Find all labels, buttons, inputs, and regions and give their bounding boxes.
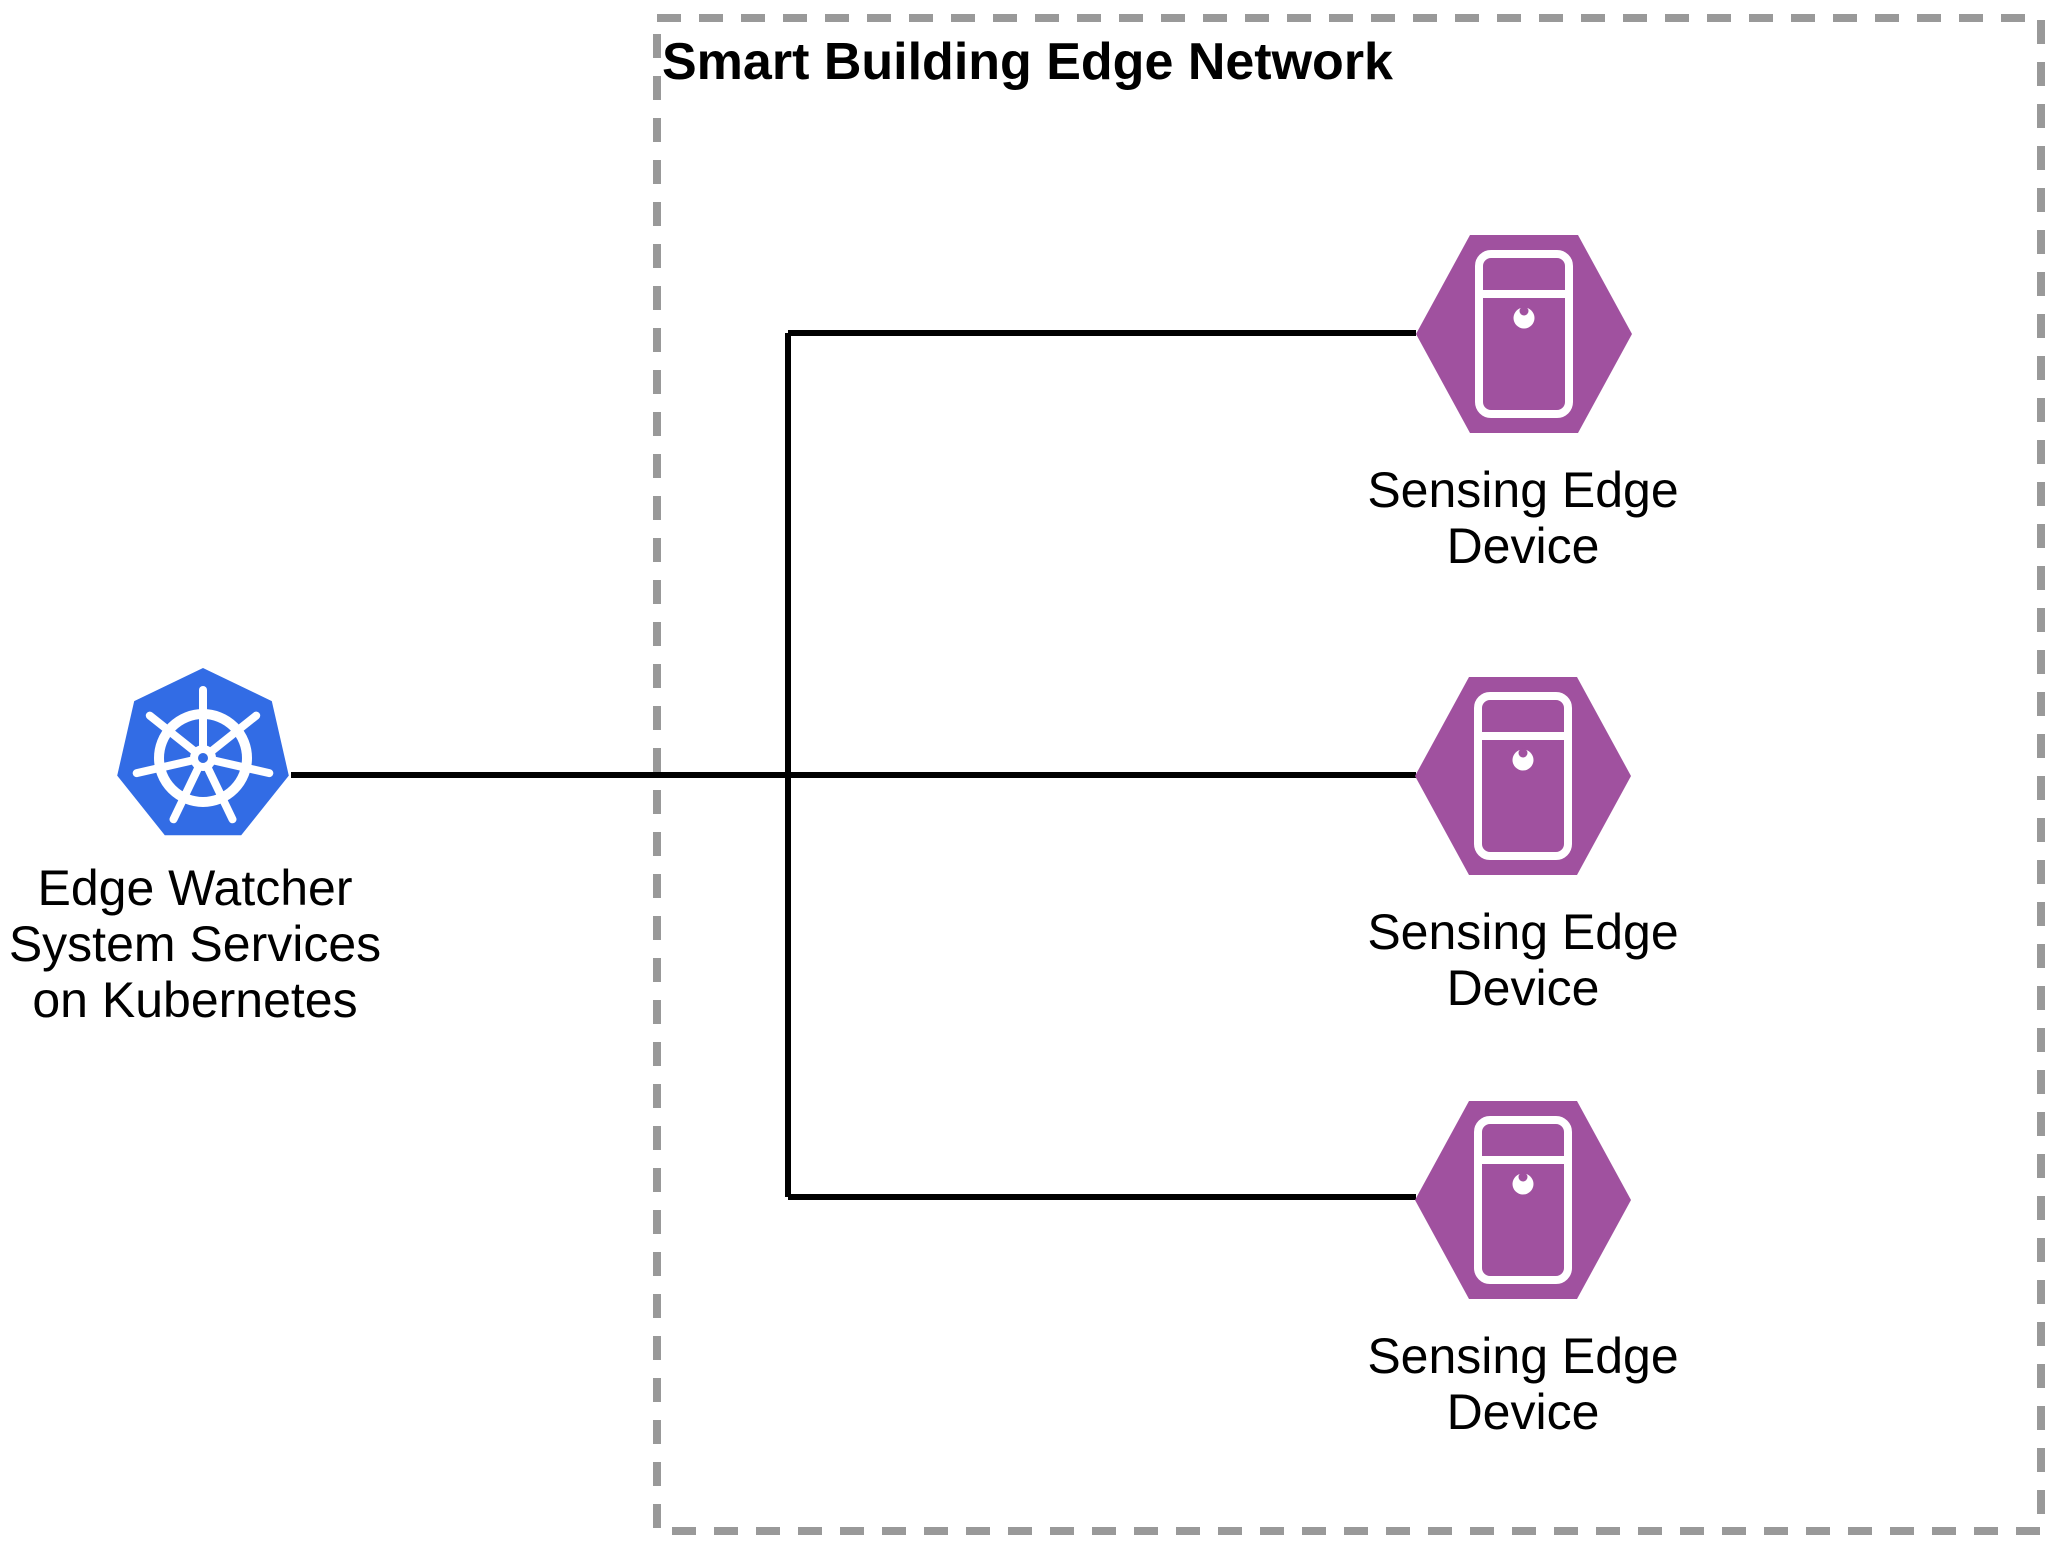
kubernetes-label-line: on Kubernetes <box>32 972 358 1028</box>
device-label-line: Device <box>1446 1384 1600 1440</box>
kubernetes-icon <box>117 668 289 836</box>
device-label-line: Sensing Edge <box>1367 462 1679 518</box>
device-label-line: Sensing Edge <box>1367 904 1679 960</box>
device-label-line: Sensing Edge <box>1367 1328 1679 1384</box>
sensing-device-hexagon-icon-3 <box>1415 1101 1631 1299</box>
sensing-device-2-label: Sensing Edge Device <box>1273 904 1773 1016</box>
sensing-device-hexagon-icon-2 <box>1415 677 1631 875</box>
sensing-device-3-label: Sensing Edge Device <box>1273 1328 1773 1440</box>
kubernetes-node-label: Edge Watcher System Services on Kubernet… <box>0 860 495 1028</box>
device-label-line: Device <box>1446 960 1600 1016</box>
sensing-device-hexagon-icon-1 <box>1416 235 1632 433</box>
connector-lines <box>291 330 1416 1200</box>
kubernetes-label-line: Edge Watcher <box>37 860 353 916</box>
kubernetes-label-line: System Services <box>8 916 382 972</box>
device-label-line: Device <box>1446 518 1600 574</box>
sensing-device-1-label: Sensing Edge Device <box>1273 462 1773 574</box>
edge-network-boundary-box <box>653 14 2045 1535</box>
edge-network-title: Smart Building Edge Network <box>662 33 1393 91</box>
